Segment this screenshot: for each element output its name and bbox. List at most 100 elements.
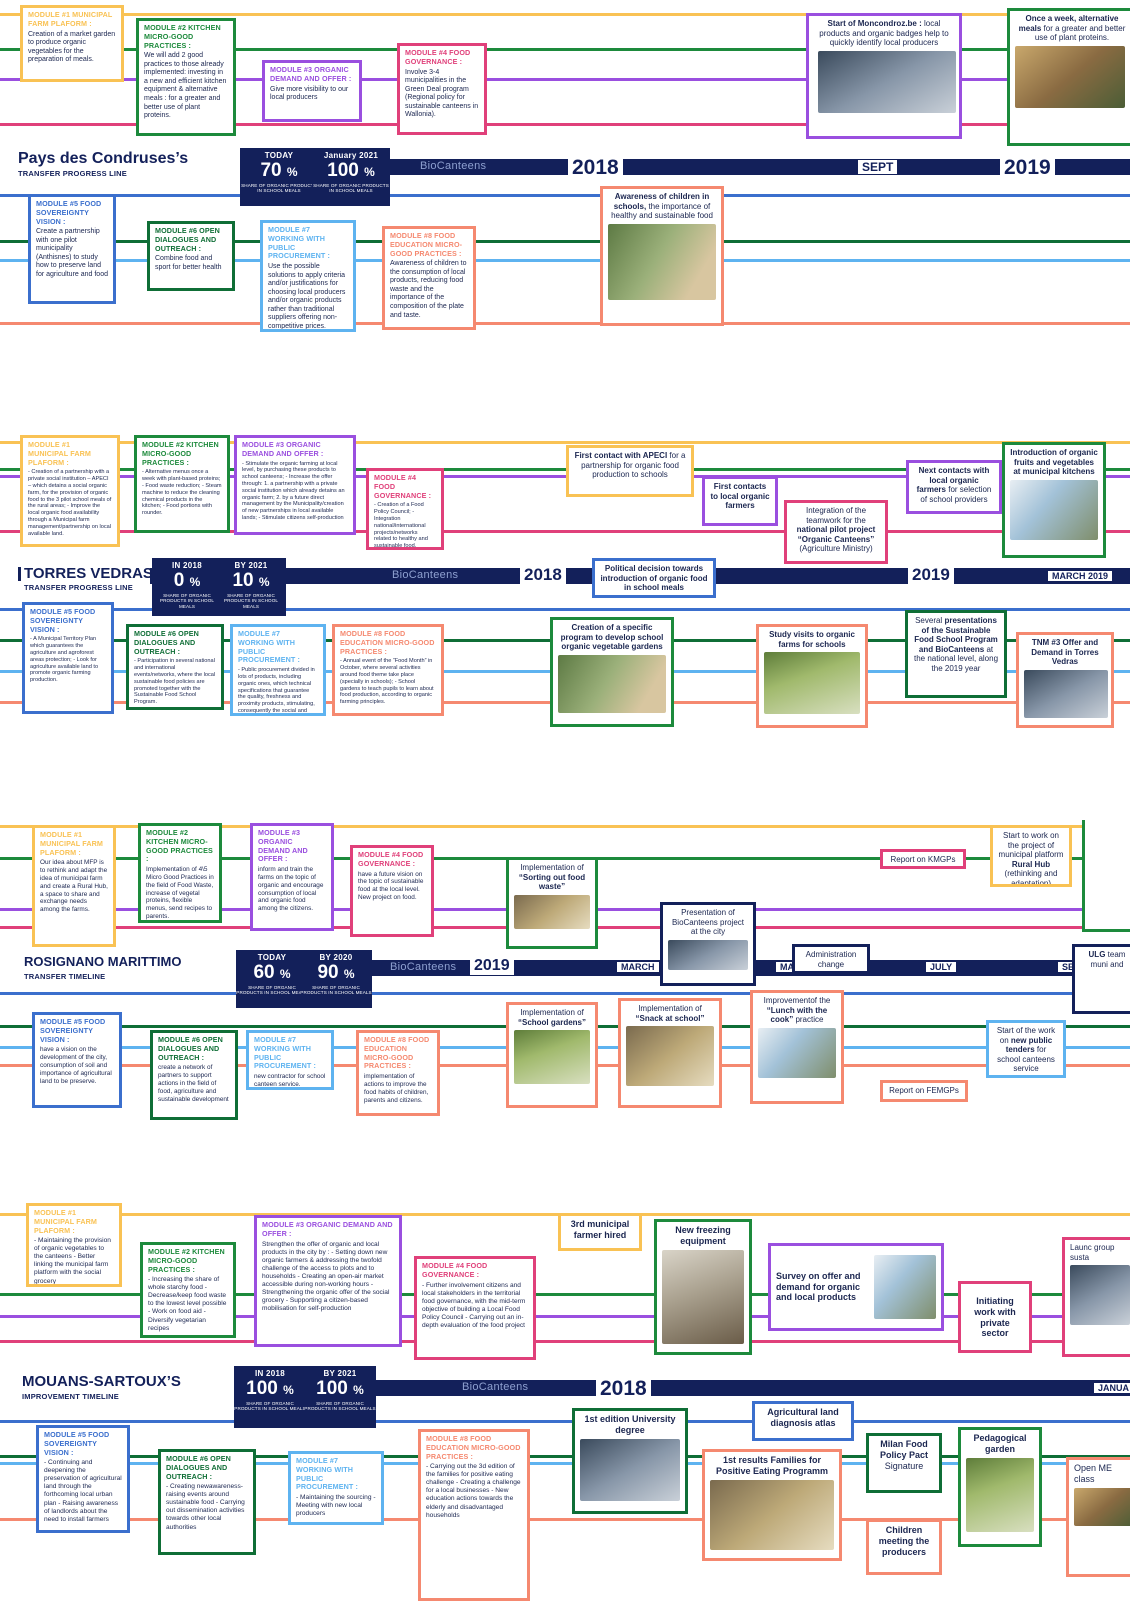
track-blue	[0, 1420, 1130, 1423]
module-2-box: MODULE #2 KITCHEN MICRO-GOOD PRACTICES :…	[134, 435, 230, 533]
stat-today: TODAY 60 % SHARE OF ORGANIC PRODUCTS IN …	[236, 950, 308, 1008]
snack-photo-image	[626, 1026, 714, 1087]
event-political-decision: Political decision towards introduction …	[592, 558, 716, 598]
panel-condroz: Pays des Condruses’s TRANSFER PROGRESS L…	[0, 0, 1130, 400]
year-label: 2019	[470, 957, 514, 975]
module-3-box: MODULE #3 ORGANIC DEMAND AND OFFER :- St…	[234, 435, 356, 535]
module-6-box: MODULE #6 OPEN DIALOGUES AND OUTREACH :C…	[147, 221, 235, 291]
timeline-title: ROSIGNANO MARITTIMO	[24, 954, 182, 969]
event-snack-school: Implementation of “Snack at school”	[618, 998, 722, 1108]
module-5-box: MODULE #5 FOOD SOVEREIGNTY VISION :- A M…	[22, 602, 114, 714]
module-4-box: MODULE #4 FOOD GOVERNANCE :have a future…	[350, 845, 434, 937]
brand-label: BioCanteens	[390, 961, 457, 973]
event-launch-group: Launc group susta	[1062, 1237, 1130, 1357]
garden-photo-image	[558, 654, 666, 713]
month-label: MARCH	[617, 962, 659, 972]
stat-label: TODAY	[264, 151, 294, 160]
module-8-box: MODULE #8 FOOD EDUCATION MICRO-GOOD PRAC…	[332, 624, 444, 716]
track-yellow	[0, 825, 1130, 828]
module-7-box: MODULE #7 WORKING WITH PUBLIC PROCUREMEN…	[246, 1030, 334, 1090]
stat-value: 70 %	[260, 160, 298, 181]
children-photo-image	[608, 223, 716, 300]
module-7-box: MODULE #7 WORKING WITH PUBLIC PROCUREMEN…	[260, 220, 356, 332]
year-label: 2018	[596, 1377, 651, 1401]
stat-desc: SHARE OF ORGANIC PRODUCTS IN SCHOOL MEAL…	[241, 183, 317, 194]
track-blue	[0, 194, 1130, 197]
module-3-box: MODULE #3 ORGANIC DEMAND AND OFFER :Stre…	[254, 1215, 402, 1347]
track-salmon	[0, 322, 1130, 325]
waste-photo-image	[514, 894, 590, 929]
module-2-box: MODULE #2 KITCHEN MICRO-GOOD PRACTICES :…	[136, 18, 236, 136]
module-5-box: MODULE #5 FOOD SOVEREIGNTY VISION :- Con…	[36, 1425, 130, 1533]
month-label: JULY	[926, 962, 957, 972]
module-6-box: MODULE #6 OPEN DIALOGUES AND OUTREACH :c…	[150, 1030, 238, 1120]
module-2-box: MODULE #2 KITCHEN MICRO-GOOD PRACTICES :…	[138, 823, 222, 923]
track-green	[0, 1293, 1130, 1296]
track-pink	[0, 123, 1130, 126]
title-marker	[18, 567, 21, 581]
event-moncondroz: Start of Moncondroz.be : local products …	[806, 13, 962, 139]
stat-baseline: IN 2018 100 % SHARE OF ORGANIC PRODUCTS …	[234, 1366, 306, 1428]
module-1-box: MODULE #1 MUNICIPAL FARM PLAFORM :- Crea…	[20, 435, 120, 547]
kitchen-booklet-image	[1015, 45, 1125, 108]
track-pink	[0, 530, 1130, 533]
module-4-box: MODULE #4 FOOD GOVERNANCE :- Creation of…	[366, 468, 444, 550]
module-2-box: MODULE #2 KITCHEN MICRO-GOOD PRACTICES :…	[140, 1242, 236, 1338]
event-alternative-meals: Once a week, alternative meals for a gre…	[1007, 8, 1130, 146]
classroom-photo-image	[580, 1438, 680, 1501]
module-6-box: MODULE #6 OPEN DIALOGUES AND OUTREACH :-…	[126, 624, 224, 710]
module-7-box: MODULE #7 WORKING WITH PUBLIC PROCUREMEN…	[288, 1451, 384, 1525]
event-ulg: ULG team muni and	[1072, 944, 1130, 1014]
panel-torres: TORRES VEDRAS’ TRANSFER PROGRESS LINE IN…	[0, 420, 1130, 730]
event-report-kmgps: Report on KMGPs	[880, 849, 966, 869]
track-blue	[0, 992, 1130, 995]
year-label: 2019	[1000, 156, 1055, 180]
event-land-atlas: Agricultural land diagnosis atlas	[752, 1401, 854, 1441]
track-lightblue	[0, 259, 1130, 262]
track-salmon	[0, 1518, 1130, 1521]
event-rural-hub: Start to work on the project of municipa…	[990, 825, 1072, 887]
stat-target: BY 2021 10 % SHARE OF ORGANIC PRODUCTS I…	[216, 558, 286, 616]
module-5-box: MODULE #5 FOOD SOVEREIGNTY VISION :have …	[32, 1012, 122, 1108]
event-organic-canteens: Integration of the teamwork for the nati…	[784, 500, 888, 564]
website-screenshot-image	[818, 50, 956, 113]
stat-target: BY 2020 90 % SHARE OF ORGANIC PRODUCTS I…	[300, 950, 372, 1008]
timeline-bar	[234, 1380, 1130, 1396]
presentation-photo-image	[668, 939, 748, 970]
timeline-subtitle: TRANSFER PROGRESS LINE	[18, 169, 127, 178]
track-green	[0, 48, 1130, 51]
panel-rosignano: ROSIGNANO MARITTIMO TRANSFER TIMELINE TO…	[0, 820, 1130, 1120]
garden-photo-image	[514, 1030, 590, 1085]
module-4-box: MODULE #4 FOOD GOVERNANCE :- Further inv…	[414, 1256, 536, 1360]
event-sorting-food-waste: Implementation of “Sorting out food wast…	[506, 857, 598, 949]
event-municipal-farmer: 3rd municipal farmer hired	[558, 1213, 642, 1251]
timeline-title: TORRES VEDRAS’	[24, 565, 158, 582]
track-purple	[0, 1315, 1130, 1318]
stat-today: TODAY 70 % SHARE OF ORGANIC PRODUCTS IN …	[240, 148, 318, 206]
module-8-box: MODULE #8 FOOD EDUCATION MICRO-GOOD PRAC…	[356, 1030, 440, 1116]
stat-target: BY 2021 100 % SHARE OF ORGANIC PRODUCTS …	[304, 1366, 376, 1428]
timeline-title: MOUANS-SARTOUX’S	[22, 1373, 181, 1390]
module-8-box: MODULE #8 FOOD EDUCATION MICRO-GOOD PRAC…	[382, 226, 476, 330]
module-3-box: MODULE #3 ORGANIC DEMAND AND OFFER :Give…	[262, 60, 362, 122]
module-6-box: MODULE #6 OPEN DIALOGUES AND OUTREACH :-…	[158, 1449, 256, 1555]
event-apeci-contact: First contact with APECI for a partnersh…	[566, 445, 694, 497]
stat-target: January 2021 100 % SHARE OF ORGANIC PROD…	[312, 148, 390, 206]
garden-photo-image	[966, 1457, 1034, 1532]
event-children-producers: Children meeting the producers	[866, 1519, 942, 1575]
track-lightblue	[0, 1462, 1130, 1465]
module-3-box: MODULE #3 ORGANIC DEMAND AND OFFER :info…	[250, 823, 334, 931]
month-label: MARCH 2019	[1048, 571, 1113, 581]
timeline-subtitle: IMPROVEMENT TIMELINE	[22, 1392, 119, 1401]
module-5-box: MODULE #5 FOOD SOVEREIGNTY VISION :Creat…	[28, 194, 116, 304]
track-pink	[0, 1340, 1130, 1343]
track-yellow	[0, 13, 1130, 16]
stat-label: January 2021	[323, 151, 379, 160]
event-school-gardens: Implementation of “School gardens”	[506, 1002, 598, 1108]
module-7-box: MODULE #7 WORKING WITH PUBLIC PROCUREMEN…	[230, 624, 326, 716]
event-study-visits: Study visits to organic farms for school…	[756, 624, 868, 728]
event-families-positive-eating: 1st results Families for Positive Eating…	[702, 1449, 842, 1561]
stat-value: 100 %	[327, 160, 375, 181]
month-label: MAY	[776, 962, 804, 972]
meeting-photo-image	[1024, 669, 1108, 718]
